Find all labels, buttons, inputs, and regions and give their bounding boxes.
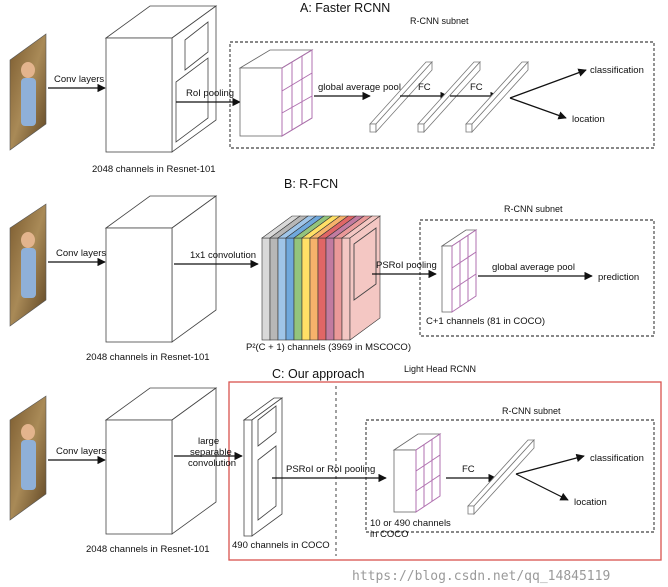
section-c: C: Our approach Light Head RCNN Conv lay…	[9, 364, 662, 561]
gap-label-a: global average pool	[318, 82, 401, 93]
pooled-grid-b	[440, 229, 478, 313]
section-c-title: C: Our approach	[272, 367, 364, 381]
fc-label-c: FC	[462, 464, 475, 475]
subnet-title-a: R-CNN subnet	[410, 16, 469, 26]
classification-label-c: classification	[590, 453, 644, 464]
prediction-label-b: prediction	[598, 272, 639, 283]
roi-caption-line2-c: in COCO	[370, 529, 409, 540]
section-a-title: A: Faster RCNN	[300, 1, 390, 15]
pooled-grid-c	[392, 433, 442, 513]
roi-caption-line1-c: 10 or 490 channels	[370, 518, 451, 529]
pool-label-c: PSRoI or RoI pooling	[286, 464, 375, 475]
light-head-box-c	[228, 381, 662, 561]
score-slice-front	[277, 237, 287, 341]
psroi-label-b: PSRoI pooling	[376, 260, 437, 271]
thin-caption-c: 490 channels in COCO	[232, 540, 330, 551]
conv-label-c: Conv layers	[56, 446, 106, 457]
sep-conv-line1-c: large	[198, 436, 219, 447]
sep-conv-line2-c: separable	[190, 447, 232, 458]
section-b-title: B: R-FCN	[284, 177, 338, 191]
score-slice-front	[269, 237, 279, 341]
score-slice-front	[317, 237, 327, 341]
conv-label-a: Conv layers	[54, 74, 104, 85]
gap-label-b: global average pool	[492, 262, 575, 273]
score-slice-front	[261, 237, 271, 341]
section-b: B: R-FCN Conv layers 2048 channels in Re…	[9, 177, 655, 363]
input-image-a	[9, 33, 47, 151]
subnet-box-a	[229, 41, 655, 149]
fc1-label-a: FC	[418, 82, 431, 93]
score-slice-front	[325, 237, 335, 341]
conv-label-b: Conv layers	[56, 248, 106, 259]
conv1x1-label-b: 1x1 convolution	[190, 250, 256, 261]
score-slice-front	[285, 237, 295, 341]
score-roi-window	[353, 227, 377, 301]
feature-map-b	[104, 195, 218, 343]
input-image-c	[9, 395, 47, 521]
roi-label-a: RoI pooling	[186, 88, 234, 99]
channels-caption-b: P²(C + 1) channels (3969 in MSCOCO)	[246, 342, 411, 353]
caption-c: 2048 channels in Resnet-101	[86, 544, 210, 555]
score-map-stack-b	[261, 215, 381, 341]
feature-map-a	[104, 5, 218, 153]
fc-bar-c	[467, 438, 535, 516]
watermark: https://blog.csdn.net/qq_14845119	[352, 569, 610, 584]
pooled-cube-a	[238, 49, 314, 137]
score-slice-front	[309, 237, 319, 341]
input-image-b	[9, 203, 47, 327]
thin-feature-map-c	[242, 397, 284, 537]
location-label-a: location	[572, 114, 605, 125]
subnet-title-c: R-CNN subnet	[502, 406, 561, 416]
fc-bar-a3	[465, 60, 529, 134]
caption-b: 2048 channels in Resnet-101	[86, 352, 210, 363]
fc-bar-a1	[369, 60, 433, 134]
feature-map-c	[104, 387, 218, 535]
fc-bar-a2	[417, 60, 481, 134]
location-label-c: location	[574, 497, 607, 508]
cls-arrow-c	[515, 453, 585, 475]
subnet-box-b	[419, 219, 655, 337]
loc-arrow-c	[515, 473, 569, 501]
score-slice-front	[341, 237, 351, 341]
caption-a: 2048 channels in Resnet-101	[92, 164, 216, 175]
light-head-title-c: Light Head RCNN	[404, 364, 476, 374]
fc2-label-a: FC	[470, 82, 483, 93]
subnet-caption-b: C+1 channels (81 in COCO)	[426, 316, 545, 327]
score-slice-side	[349, 215, 381, 341]
cls-arrow-a	[509, 68, 587, 99]
subnet-title-b: R-CNN subnet	[504, 204, 563, 214]
section-a: A: Faster RCNN Conv layers 2048 channels…	[9, 1, 655, 175]
sep-conv-line3-c: convolution	[188, 458, 236, 469]
loc-arrow-a	[509, 97, 567, 120]
score-slice-front	[333, 237, 343, 341]
classification-label-a: classification	[590, 65, 644, 76]
score-slice-front	[301, 237, 311, 341]
score-slice-front	[293, 237, 303, 341]
